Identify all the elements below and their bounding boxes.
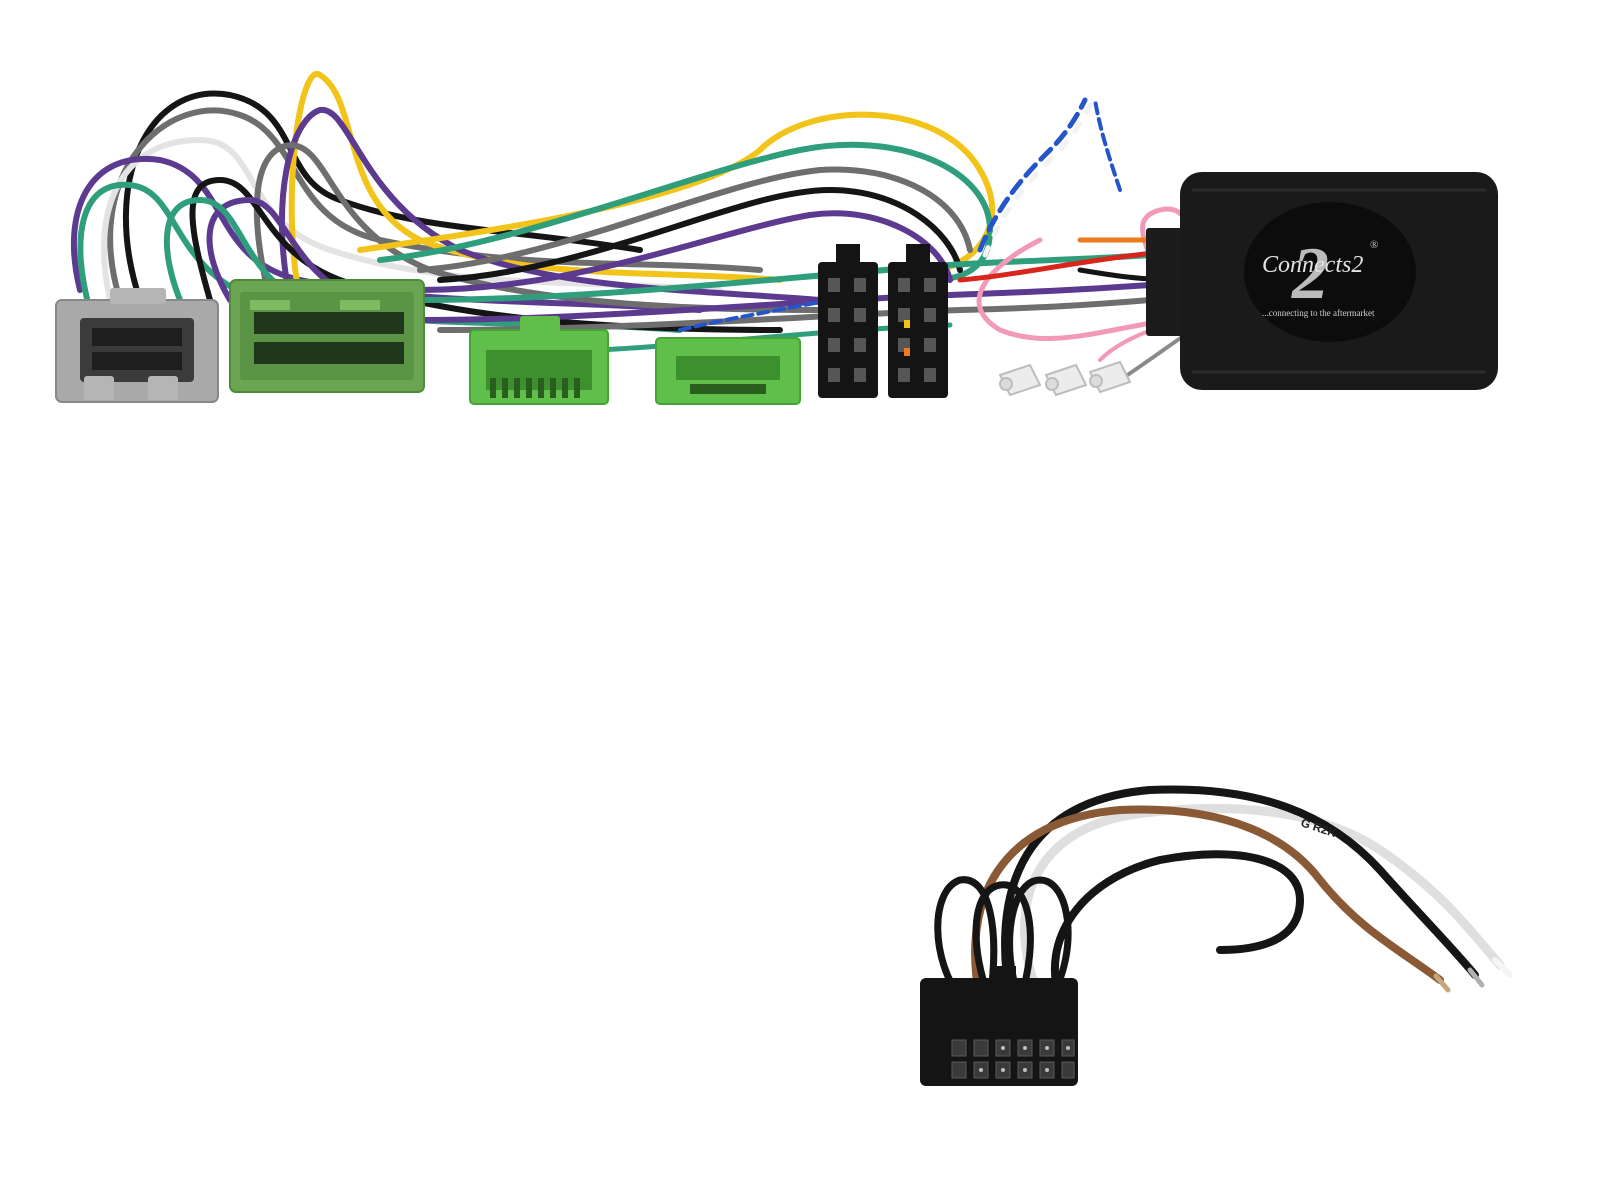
wire-grey-lead (1118, 333, 1187, 382)
wire-blue-twist-2 (1093, 98, 1122, 192)
wire-pink-loop (976, 206, 1193, 342)
wire-purple-loop-left (70, 155, 703, 313)
wire-purple-arc (417, 210, 953, 293)
wire-green-loop-left (77, 181, 683, 333)
wire-purple-loop-small (206, 196, 343, 303)
brand-registered: ® (1370, 239, 1378, 251)
wire-purple-run (417, 282, 1153, 323)
brand-badge (1244, 202, 1416, 342)
wire-grey-arc (417, 166, 973, 273)
wire-tip-white (1492, 957, 1513, 978)
wire-blue-twist (977, 97, 1088, 253)
wire-black-arc (437, 186, 963, 283)
grey-connector (55, 288, 219, 403)
spade-terminals (998, 360, 1132, 397)
interface-box: 2 Connects2 ® ...connecting to the after… (1146, 172, 1498, 390)
wire-white-loop (101, 136, 723, 303)
wire-tip-black (1467, 967, 1485, 988)
green-connector-flat (655, 337, 801, 405)
wire-white-twist (982, 102, 1093, 258)
wire-green-arc (377, 141, 994, 283)
wire-loop-black-1 (934, 876, 998, 1004)
brand-logo: Connects2 (1262, 252, 1363, 278)
wire-loop-black-2 (972, 881, 1034, 1004)
wire-black-inner (1051, 850, 1305, 1004)
green-connector-small (469, 316, 609, 405)
brand-numeral: 2 (1291, 233, 1329, 315)
wire-tip-brown (1433, 973, 1451, 993)
wire-grey-loop (107, 107, 763, 303)
patch-lead (934, 785, 1513, 1005)
iso-connector-right (888, 244, 948, 398)
wire-red-lead (957, 247, 1183, 283)
green-connector-large (229, 279, 425, 393)
wire-grey-loop-mid (253, 141, 823, 313)
wire-brown (971, 805, 1444, 1004)
wire-green-run (417, 252, 1153, 303)
wire-blue-lower (678, 298, 832, 332)
wire-green-loop-small (163, 196, 303, 303)
brand-tagline: ...connecting to the aftermarket (1262, 308, 1375, 318)
patch-connector (920, 966, 1078, 1086)
iso-connector-left (818, 244, 878, 398)
wire-bundle (70, 70, 1193, 382)
wire-loop-black-3 (1006, 876, 1072, 1004)
wire-black (1001, 785, 1479, 1004)
